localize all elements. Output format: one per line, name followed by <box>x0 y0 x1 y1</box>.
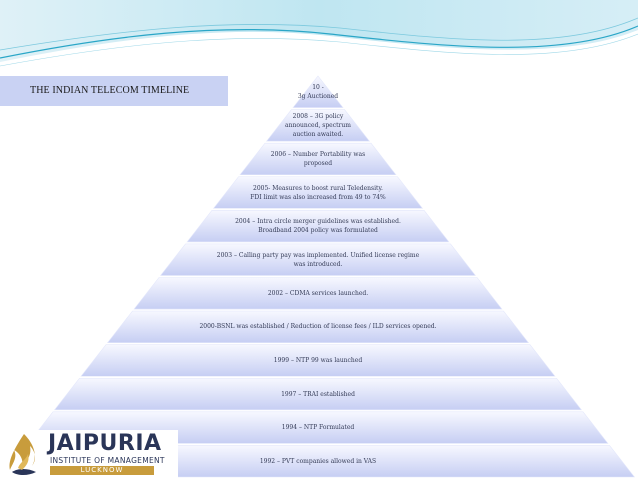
tier-label: 2000-BSNL was established / Reduction of… <box>199 323 437 331</box>
tier-label: 1992 – PVT companies allowed in VAS <box>259 457 377 465</box>
flame-logo-icon <box>9 434 36 475</box>
tier-label: 2008 – 3G policy announced, spectrum auc… <box>285 112 351 138</box>
tier-label: 1999 – NTP 99 was launched <box>273 356 363 364</box>
pyramid-tier <box>159 243 477 276</box>
logo-subtitle: INSTITUTE OF MANAGEMENT <box>50 456 165 465</box>
logo-name: JAIPURIA <box>48 431 162 456</box>
pyramid-tier <box>292 75 344 108</box>
slide-title: THE INDIAN TELECOM TIMELINE <box>0 76 228 106</box>
pyramid-tier <box>53 377 583 411</box>
institute-logo: JAIPURIA INSTITUTE OF MANAGEMENT LUCKNOW <box>0 430 178 479</box>
pyramid-tier <box>133 277 503 310</box>
logo-location: LUCKNOW <box>50 466 154 475</box>
pyramid-tier <box>212 176 424 209</box>
tier-label: 2005- Measures to boost rural Teledensit… <box>250 184 386 201</box>
pyramid-tier <box>265 109 371 142</box>
tier-label: 10 - 3g Auctioned <box>297 83 339 100</box>
tier-label: 1994 – NTP Formulated <box>281 424 355 432</box>
tier-label: 2002 – CDMA services launched. <box>267 289 369 297</box>
tier-label: 2006 – Number Portability was proposed <box>270 150 366 167</box>
pyramid-tier <box>186 210 450 243</box>
tier-label: 1997 – TRAI established <box>281 390 355 398</box>
pyramid-tier <box>239 142 397 176</box>
tier-label: 2004 – Intra circle merger guidelines wa… <box>235 218 401 235</box>
tier-label: 2003 – Calling party pay was implemented… <box>216 251 420 268</box>
header-wave-decoration <box>0 0 638 67</box>
pyramid-tier <box>106 310 530 343</box>
pyramid-tier <box>80 344 556 377</box>
